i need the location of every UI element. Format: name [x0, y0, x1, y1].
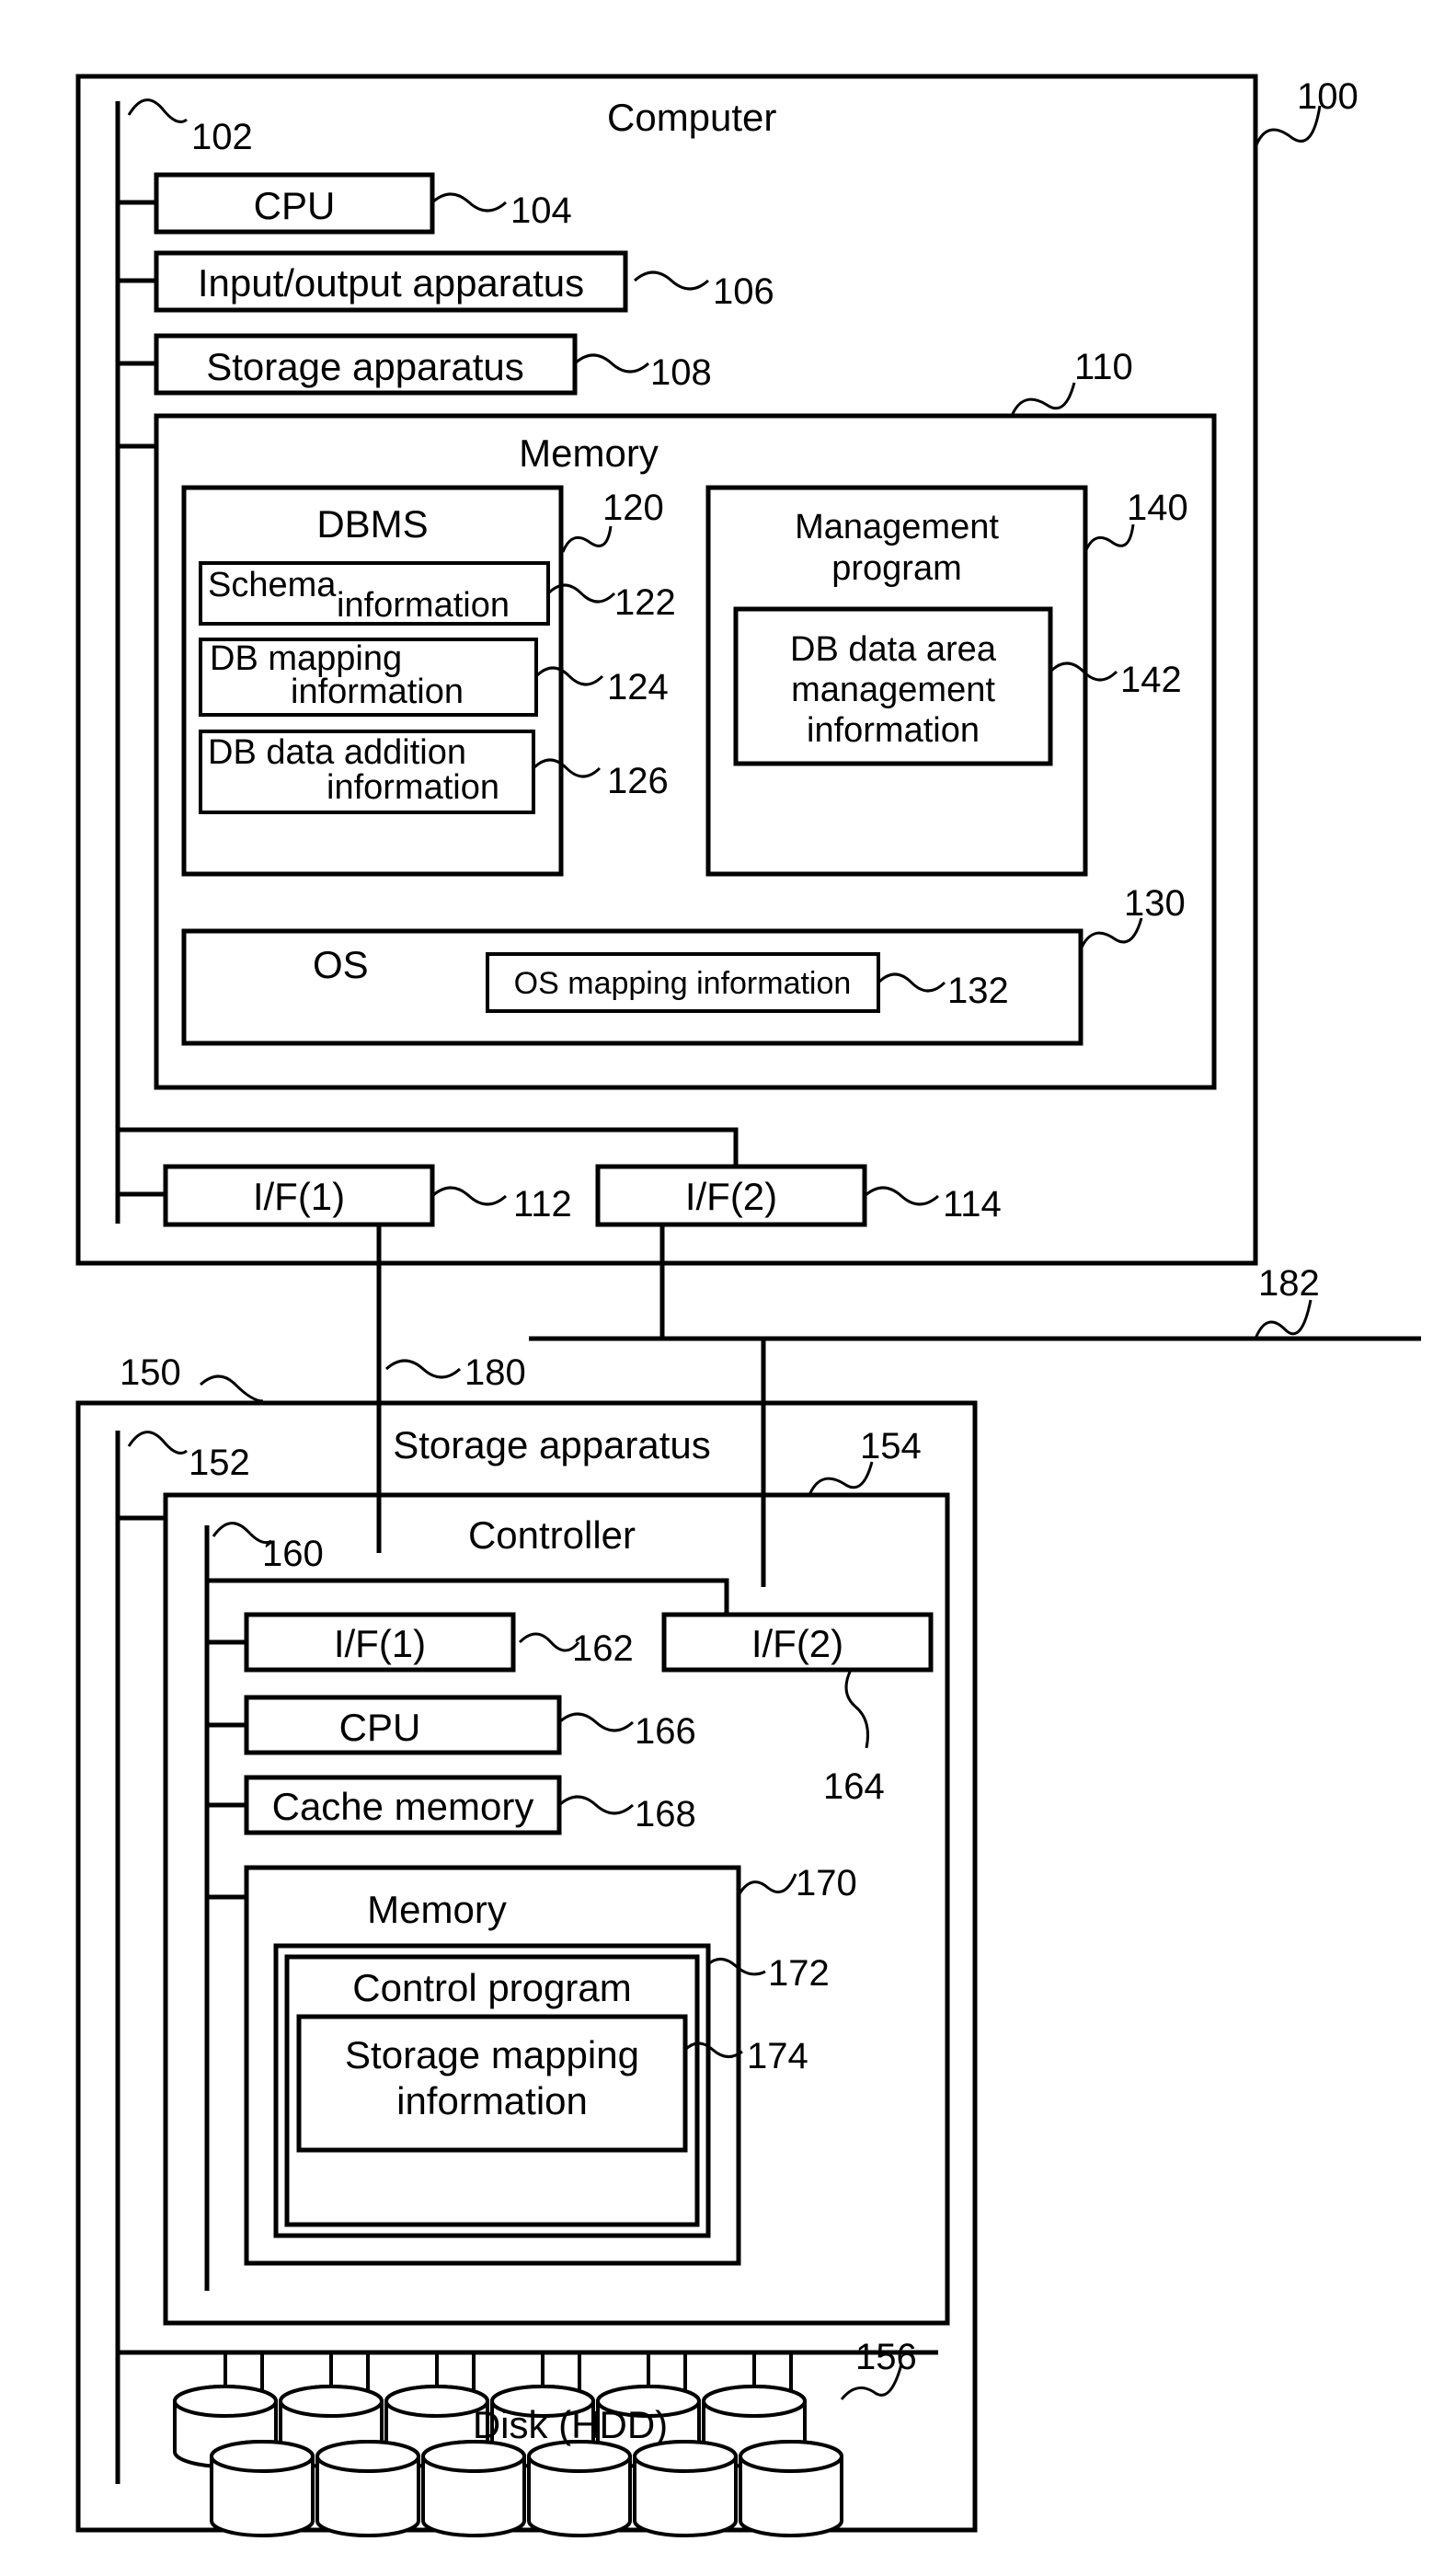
c-cpu-label: CPU [339, 1706, 421, 1749]
bus-ref: 102 [191, 117, 253, 157]
c-cpu-ref: 166 [635, 1711, 696, 1752]
cpu-label: CPU [254, 184, 336, 227]
controller-bus-ref: 160 [262, 1534, 324, 1574]
dbms-leader [563, 526, 611, 552]
c-memory-title: Memory [367, 1888, 507, 1931]
c-if2-leader [846, 1670, 867, 1748]
storage-apparatus-title: Storage apparatus [393, 1423, 711, 1466]
storage-mapping-line2: information [396, 2079, 588, 2122]
cpu-leader [432, 194, 506, 211]
io-label: Input/output apparatus [198, 261, 584, 305]
if2-leader [865, 1188, 938, 1204]
c-if1-ref: 162 [572, 1628, 634, 1669]
disk-label: Disk (HDD) [473, 2403, 668, 2446]
cache-leader [559, 1797, 633, 1813]
storage-ref: 108 [650, 352, 712, 393]
memory-ref: 110 [1074, 347, 1133, 387]
bus-leader [129, 100, 187, 122]
storage-bus-leader [129, 1432, 187, 1454]
management-line1: Management [795, 508, 999, 546]
area-line2: management [791, 671, 995, 709]
area-line1: DB data area [790, 630, 997, 669]
c-memory-ref: 170 [796, 1863, 857, 1903]
control-program-ref: 172 [768, 1953, 830, 1994]
schema-line2: information [337, 586, 510, 625]
db-addition-leader [533, 760, 600, 776]
db-addition-line2: information [327, 768, 499, 807]
cpu-ref: 104 [510, 190, 572, 231]
control-program-title: Control program [352, 1966, 631, 2009]
lan-ref: 182 [1258, 1263, 1320, 1304]
storage-mapping-line1: Storage mapping [345, 2033, 639, 2076]
area-ref: 142 [1120, 660, 1182, 700]
os-mapping-ref: 132 [947, 971, 1009, 1011]
storage-bus-ref: 152 [189, 1443, 250, 1483]
db-mapping-ref: 124 [607, 667, 669, 707]
if2-label: I/F(2) [685, 1175, 777, 1218]
san-leader [386, 1361, 460, 1377]
computer-title: Computer [607, 96, 776, 139]
db-addition-ref: 126 [607, 761, 669, 801]
cache-ref: 168 [635, 1794, 696, 1834]
dbms-ref: 120 [602, 488, 664, 528]
memory-leader [1012, 383, 1074, 416]
disk-front-5 [740, 2442, 842, 2536]
management-ref: 140 [1127, 488, 1188, 528]
controller-leader [809, 1462, 872, 1495]
db-mapping-leader [536, 668, 602, 684]
io-ref: 106 [713, 271, 774, 312]
disk-front-3 [529, 2442, 630, 2536]
os-title: OS [313, 943, 369, 986]
if1-ref: 112 [513, 1184, 572, 1225]
if1-leader [432, 1188, 506, 1204]
cache-label: Cache memory [272, 1785, 534, 1828]
c-if2-ref: 164 [823, 1766, 885, 1807]
controller-box [166, 1495, 947, 2323]
storage-label: Storage apparatus [206, 345, 524, 388]
computer-ref: 100 [1297, 76, 1359, 117]
c-if1-leader [520, 1634, 579, 1650]
management-line2: program [831, 549, 962, 588]
schema-leader [548, 585, 614, 602]
storage-apparatus-leader [201, 1376, 263, 1401]
san-ref: 180 [464, 1352, 526, 1393]
c-cpu-leader [559, 1714, 633, 1731]
storage-leader [575, 355, 648, 372]
disk-front-4 [635, 2442, 736, 2536]
db-addition-line1: DB data addition [208, 733, 466, 772]
os-ref: 130 [1124, 883, 1186, 924]
io-leader [635, 272, 708, 289]
lan-leader [1255, 1300, 1311, 1339]
storage-apparatus-ref: 150 [120, 1352, 181, 1393]
if2-ref: 114 [943, 1184, 1002, 1225]
memory-title: Memory [519, 431, 659, 475]
os-mapping-label: OS mapping information [514, 966, 852, 1001]
c-memory-leader [739, 1874, 796, 1895]
dbms-title: DBMS [316, 502, 428, 546]
area-line3: information [807, 711, 980, 750]
c-if1-label: I/F(1) [334, 1622, 426, 1665]
c-if2-label: I/F(2) [751, 1622, 843, 1665]
disk-front-1 [317, 2442, 418, 2536]
db-mapping-line2: information [291, 673, 464, 711]
c-if2-branch [207, 1581, 727, 1615]
os-mapping-leader [878, 974, 945, 991]
if2-bus-branch [118, 1130, 736, 1167]
disk-front-2 [423, 2442, 524, 2536]
management-leader [1085, 524, 1133, 552]
disk-ref: 156 [855, 2337, 917, 2377]
schema-ref: 122 [614, 582, 676, 623]
controller-ref: 154 [860, 1426, 922, 1466]
storage-mapping-ref: 174 [747, 2036, 808, 2076]
if1-label: I/F(1) [253, 1175, 345, 1218]
storage-mapping-leader [685, 2043, 742, 2057]
controller-title: Controller [468, 1513, 636, 1557]
schema-line1: Schema [208, 566, 337, 604]
disk-front-0 [212, 2442, 313, 2536]
